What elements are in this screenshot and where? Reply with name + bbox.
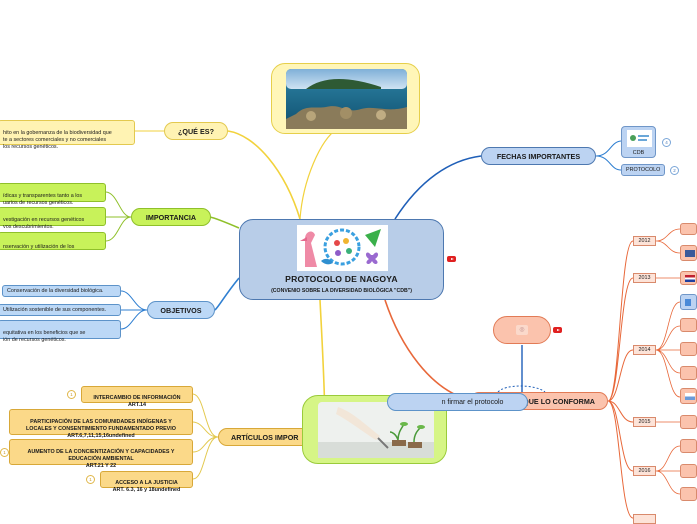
attachment-badge[interactable]: 1: [67, 390, 76, 399]
articulos-node[interactable]: ARTÍCULOS IMPOR: [218, 428, 312, 446]
central-topic-node[interactable]: PROTOCOLO DE NAGOYA (CONVENIO SOBRE LA D…: [239, 219, 444, 300]
importancia-label: IMPORTANCIA: [145, 212, 197, 222]
que-es-description[interactable]: hito en la gobernanza de la biodiversida…: [0, 120, 135, 150]
fechas-node[interactable]: FECHAS IMPORTANTES: [481, 147, 596, 165]
year-node-partial[interactable]: [633, 514, 656, 524]
flag-icon: [685, 393, 695, 400]
objetivos-item-3-text: equitativa en los beneficios que se ión …: [3, 330, 86, 343]
articulo-intercambio[interactable]: INTERCAMBIO DE INFORMACIÓN ART.14: [81, 386, 193, 408]
year-2013-label: 2013: [638, 275, 651, 281]
importancia-item-2[interactable]: vestigación en recursos genéticos vos de…: [0, 207, 106, 230]
articulo-concientizacion[interactable]: AUMENTO DE LA CONCIENTIZACIÓN Y CAPACIDA…: [9, 439, 193, 469]
cdb-logo-image: [627, 130, 652, 147]
articulo-participacion-text: PARTICIPACIÓN DE LAS COMUNIDADES INDÍGEN…: [26, 419, 176, 439]
year-2012-label: 2012: [638, 238, 651, 244]
importancia-item-3-text: nservación y utilización de los: [3, 244, 75, 250]
objetivos-item-2[interactable]: Utilización sostenible de sus componente…: [0, 304, 121, 316]
video-node[interactable]: ◎: [493, 316, 551, 344]
attachment-badge[interactable]: 4: [662, 138, 671, 147]
que-es-node[interactable]: ¿QUÉ ES?: [164, 122, 228, 140]
cdb-label: CDB: [632, 150, 645, 156]
country-node[interactable]: [680, 294, 697, 310]
year-2014[interactable]: 2014: [633, 345, 656, 355]
country-node[interactable]: [680, 342, 697, 356]
objetivos-item-2-text: Utilización sostenible de sus componente…: [3, 307, 107, 313]
country-node[interactable]: [680, 464, 697, 478]
que-es-label: ¿QUÉ ES?: [178, 126, 214, 136]
youtube-icon[interactable]: [447, 256, 456, 262]
firmar-protocolo-label: n firmar el protocolo: [441, 398, 504, 406]
objetivos-label: OBJETIVOS: [160, 305, 202, 315]
year-2015-label: 2015: [638, 419, 651, 425]
importancia-item-1-text: ídicas y transparentes tanto a los uario…: [3, 193, 83, 206]
year-2013[interactable]: 2013: [633, 273, 656, 283]
importancia-item-1[interactable]: ídicas y transparentes tanto a los uario…: [0, 183, 106, 206]
nagoya-protocol-logo: [297, 225, 388, 271]
central-title: PROTOCOLO DE NAGOYA: [285, 274, 398, 284]
firmar-protocolo-node[interactable]: n firmar el protocolo: [387, 393, 528, 411]
articulo-intercambio-text: INTERCAMBIO DE INFORMACIÓN ART.14: [93, 395, 181, 408]
importancia-item-3[interactable]: nservación y utilización de los: [0, 232, 106, 250]
year-2015[interactable]: 2015: [633, 417, 656, 427]
attachment-badge[interactable]: 1: [0, 448, 9, 457]
protocolo-label: PROTOCOLO: [626, 167, 661, 173]
flag-icon: [685, 250, 695, 257]
articulo-participacion[interactable]: PARTICIPACIÓN DE LAS COMUNIDADES INDÍGEN…: [9, 409, 193, 439]
objetivos-item-1-text: Conservación de la diversidad biológica.: [7, 288, 104, 294]
year-2012[interactable]: 2012: [633, 236, 656, 246]
country-node[interactable]: [680, 223, 697, 235]
youtube-icon[interactable]: [553, 327, 562, 333]
objetivos-node[interactable]: OBJETIVOS: [147, 301, 215, 319]
year-2016-label: 2016: [638, 468, 651, 474]
importancia-item-2-text: vestigación en recursos genéticos vos de…: [3, 217, 85, 230]
country-node[interactable]: [680, 245, 697, 261]
country-node[interactable]: [680, 388, 697, 404]
year-2014-label: 2014: [638, 347, 651, 353]
articulo-concientizacion-text: AUMENTO DE LA CONCIENTIZACIÓN Y CAPACIDA…: [27, 449, 175, 469]
country-node[interactable]: [680, 439, 697, 453]
articulo-justicia[interactable]: ACCESO A LA JUSTICIA ART. 6.3, 16 y 18un…: [100, 471, 193, 493]
country-node[interactable]: [680, 271, 697, 285]
conforma-label: QUE LO CONFORMA: [523, 396, 595, 406]
objetivos-item-1[interactable]: Conservación de la diversidad biológica.: [2, 285, 121, 297]
country-node[interactable]: [680, 318, 697, 332]
coral-reef-image-node[interactable]: [271, 63, 420, 134]
que-es-text: hito en la gobernanza de la biodiversida…: [3, 130, 112, 150]
importancia-node[interactable]: IMPORTANCIA: [131, 208, 211, 226]
country-node[interactable]: [680, 366, 697, 380]
protocolo-node[interactable]: PROTOCOLO: [621, 164, 665, 176]
flag-icon: [685, 299, 691, 306]
central-subtitle: (CONVENIO SOBRE LA DIVERSIDAD BIOLÓGICA …: [271, 288, 412, 294]
objetivos-item-3[interactable]: equitativa en los beneficios que se ión …: [0, 320, 121, 343]
cdb-node[interactable]: CDB: [621, 126, 656, 158]
flag-icon: [685, 275, 695, 282]
year-2016[interactable]: 2016: [633, 466, 656, 476]
coral-reef-image: [286, 69, 407, 129]
laboratory-image: [318, 402, 434, 458]
attachment-badge[interactable]: 1: [86, 475, 95, 484]
articulo-justicia-text: ACCESO A LA JUSTICIA ART. 6.3, 16 y 18un…: [112, 480, 181, 493]
attachment-badge[interactable]: 2: [670, 166, 679, 175]
country-node[interactable]: [680, 487, 697, 501]
country-node[interactable]: [680, 415, 697, 429]
articulos-label: ARTÍCULOS IMPOR: [231, 432, 299, 442]
video-thumbnail-icon: ◎: [516, 325, 528, 335]
fechas-label: FECHAS IMPORTANTES: [496, 151, 581, 161]
